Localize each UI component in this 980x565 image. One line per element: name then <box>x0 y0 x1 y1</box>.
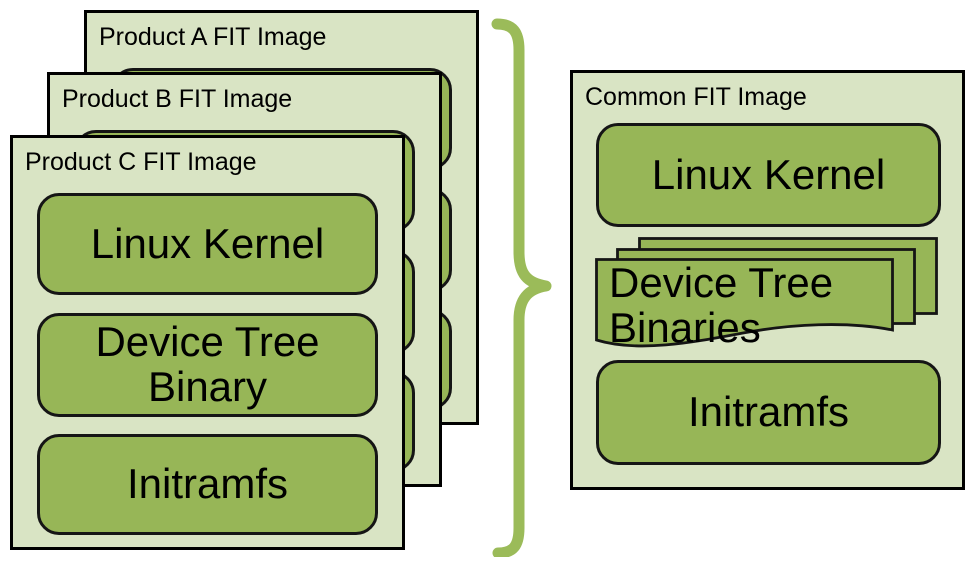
product-b-title: Product B FIT Image <box>62 85 293 113</box>
stacked-documents-icon <box>595 237 938 348</box>
curly-brace-icon <box>491 18 552 557</box>
common-kernel-label: Linux Kernel <box>651 150 886 198</box>
product-c-dtb-box: Device Tree Binary <box>37 313 378 417</box>
common-fit-card: Common FIT Image Linux Kernel Device Tre… <box>570 70 965 490</box>
device-tree-binaries-stack: Device Tree Binaries <box>595 236 941 358</box>
common-initramfs-label: Initramfs <box>687 388 850 436</box>
product-c-initramfs-label: Initramfs <box>126 460 289 508</box>
product-a-title: Product A FIT Image <box>99 23 327 51</box>
product-c-dtb-label: Device Tree Binary <box>95 318 320 410</box>
doc-front <box>595 258 894 348</box>
common-kernel-box: Linux Kernel <box>596 123 941 227</box>
product-c-title: Product C FIT Image <box>25 148 257 176</box>
common-fit-title: Common FIT Image <box>585 83 807 111</box>
product-c-card: Product C FIT Image Linux Kernel Device … <box>10 135 405 550</box>
common-dtbs-label: Device Tree Binaries <box>609 259 834 351</box>
product-c-initramfs-box: Initramfs <box>37 434 378 535</box>
product-c-kernel-box: Linux Kernel <box>37 193 378 295</box>
common-initramfs-box: Initramfs <box>596 360 941 465</box>
product-c-kernel-label: Linux Kernel <box>90 219 325 267</box>
